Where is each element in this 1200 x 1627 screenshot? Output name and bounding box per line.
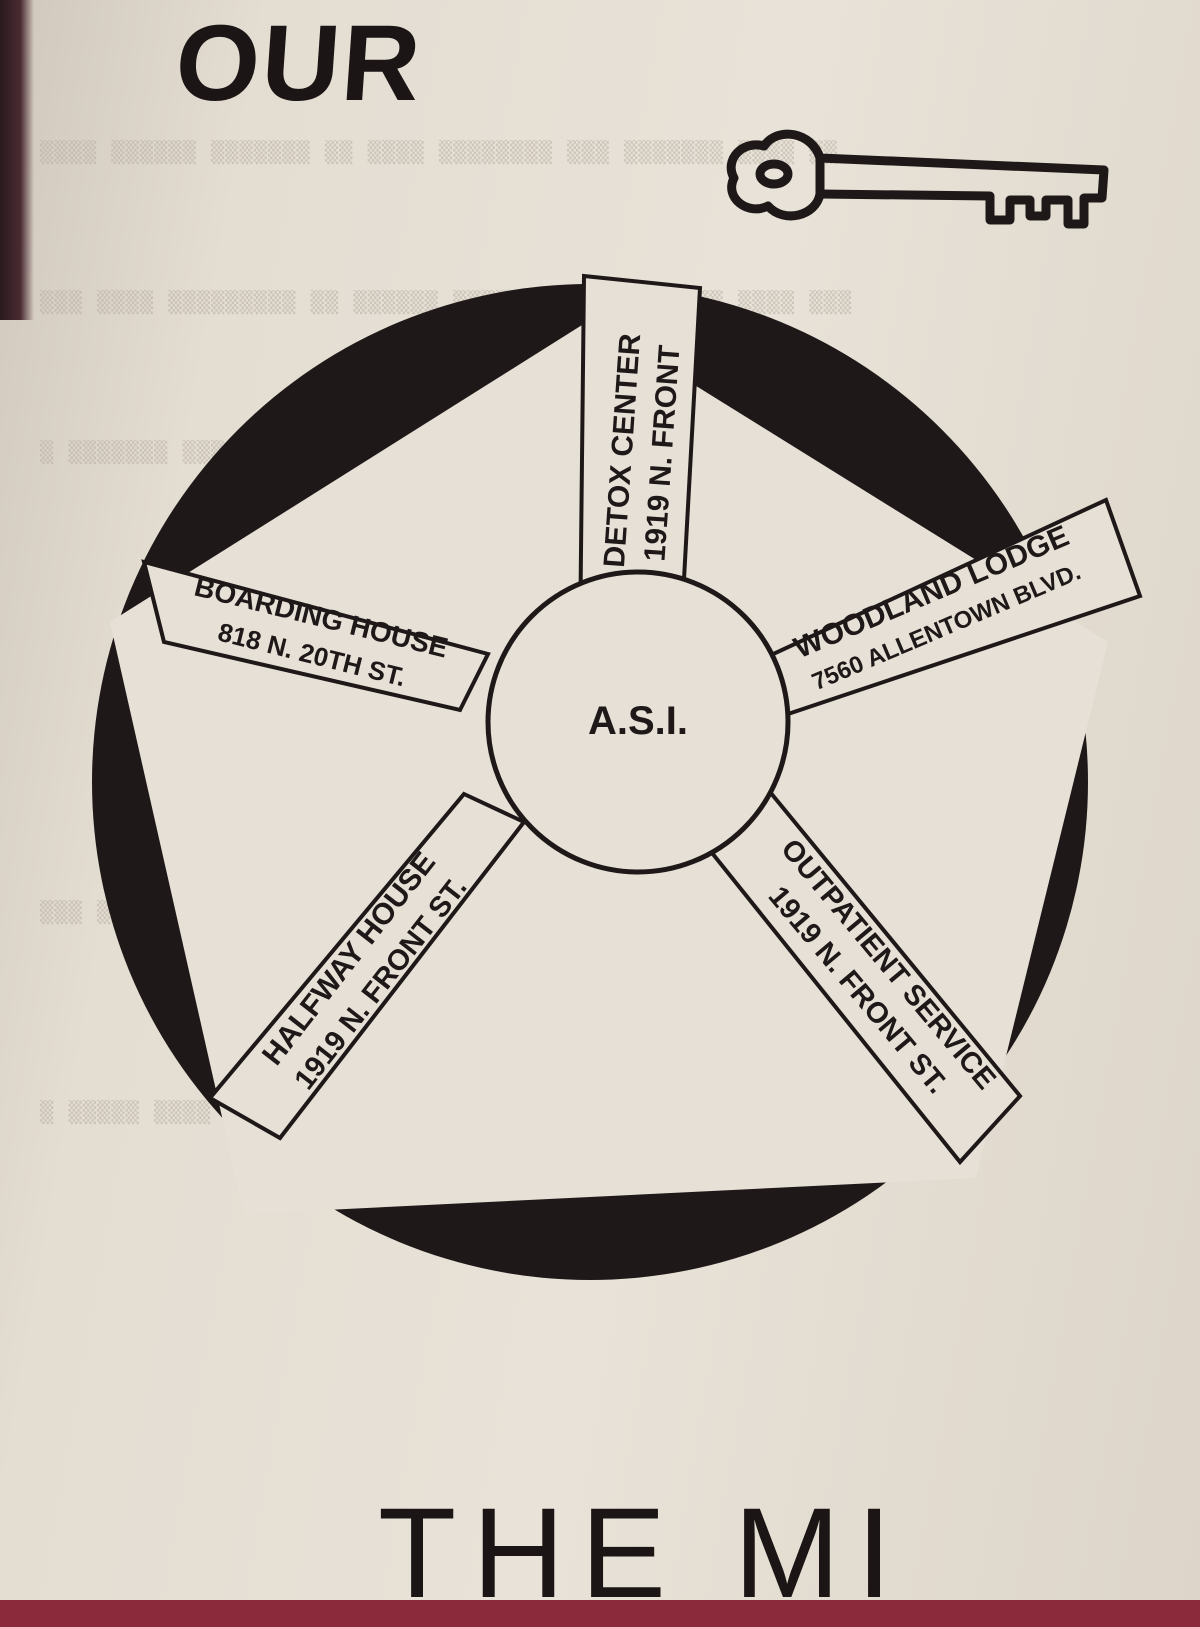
center-label: A.S.I. <box>588 699 688 743</box>
spoke-halfway-house <box>206 791 528 1141</box>
heading-our: OUR <box>171 2 427 123</box>
asi-services-diagram: A.S.I. DETOX CENTER 1919 N. FRONT WOODLA… <box>92 273 1143 1280</box>
binding-edge <box>0 0 34 320</box>
spoke-boarding-house <box>141 559 491 713</box>
center-hub <box>485 569 791 875</box>
bleed-through-texture: ▒▒▒▒ ▒▒▒▒▒▒ ▒▒▒▒▒▒▒ ▒▒ ▒▒▒▒ ▒▒▒▒▒▒▒▒ ▒▒▒… <box>40 140 838 165</box>
footer-heading: THE MI <box>378 1482 908 1625</box>
key-icon <box>726 129 1109 229</box>
